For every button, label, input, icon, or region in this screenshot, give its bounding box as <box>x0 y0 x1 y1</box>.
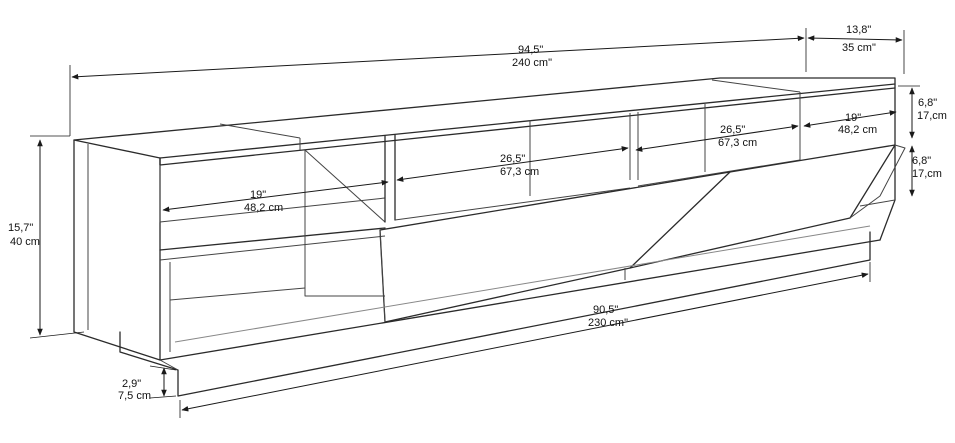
label-right-middle-niche-in: 26,5" <box>720 124 745 136</box>
tv-unit-outline <box>73 77 906 397</box>
door-left-edge <box>379 229 386 323</box>
dim-middle-niche <box>396 146 629 182</box>
door-right-edge <box>849 144 906 219</box>
left-lower-niche-back <box>304 248 385 297</box>
ext-plinth-bottom <box>149 395 177 399</box>
left-niche-divider-top <box>304 149 386 223</box>
label-right-niche-cm: 48,2 cm <box>838 124 877 136</box>
plinth-shadow <box>174 225 871 343</box>
label-plinth-in: 2,9" <box>122 378 141 390</box>
label-left-niche-cm: 48,2 cm <box>244 202 283 214</box>
label-right-lower-cm: 17,cm <box>912 168 942 180</box>
label-total-width-in: 94,5" <box>518 44 543 56</box>
label-depth-cm: 35 cm" <box>842 42 876 54</box>
label-height-cm: 40 cm <box>10 236 40 248</box>
bottom-front-edge <box>159 239 881 361</box>
label-right-niche-in: 19" <box>845 112 861 124</box>
left-shelf-under <box>159 235 386 261</box>
label-right-upper-cm: 17,cm <box>917 110 947 122</box>
dim-left-niche <box>162 179 389 213</box>
label-left-niche-in: 19" <box>250 189 266 201</box>
ext-height-bottom <box>29 331 85 339</box>
dim-total-width <box>71 35 805 80</box>
door-right <box>629 144 896 269</box>
left-side-panel <box>73 139 161 361</box>
left-shelf-front <box>159 227 386 251</box>
top-front-edge <box>159 87 896 166</box>
label-total-width-cm: 240 cm" <box>512 57 552 69</box>
label-plinth-cm: 7,5 cm <box>118 390 151 402</box>
dim-depth <box>807 35 903 43</box>
label-middle-niche-in: 26,5" <box>500 153 525 165</box>
plinth <box>119 231 871 397</box>
label-depth-in: 13,8" <box>846 24 871 36</box>
right-niche-floor <box>859 199 896 207</box>
label-right-middle-niche-cm: 67,3 cm <box>718 137 757 149</box>
dim-right-middle-niche <box>635 124 799 152</box>
dim-right-niche <box>803 110 897 128</box>
dimension-lines <box>29 28 920 418</box>
top-seam-2 <box>711 79 801 93</box>
left-lower-shelf <box>169 287 306 301</box>
top-seam-1 <box>219 123 301 139</box>
right-side-panel <box>879 83 896 241</box>
label-base-width-cm: 230 cm" <box>588 317 628 329</box>
plinth-corner <box>159 359 179 371</box>
label-middle-niche-cm: 67,3 cm <box>500 166 539 178</box>
label-height-in: 15,7" <box>8 222 33 234</box>
top-surface <box>73 77 896 159</box>
middle-niche-floor <box>394 187 631 221</box>
dimension-labels: 94,5" 240 cm" 13,8" 35 cm" 15,7" 40 cm 6… <box>8 24 947 402</box>
dim-base-width <box>181 272 869 412</box>
label-right-lower-in: 6,8" <box>912 155 931 167</box>
label-base-width-in: 90,5" <box>593 304 618 316</box>
label-right-upper-in: 6,8" <box>918 97 937 109</box>
